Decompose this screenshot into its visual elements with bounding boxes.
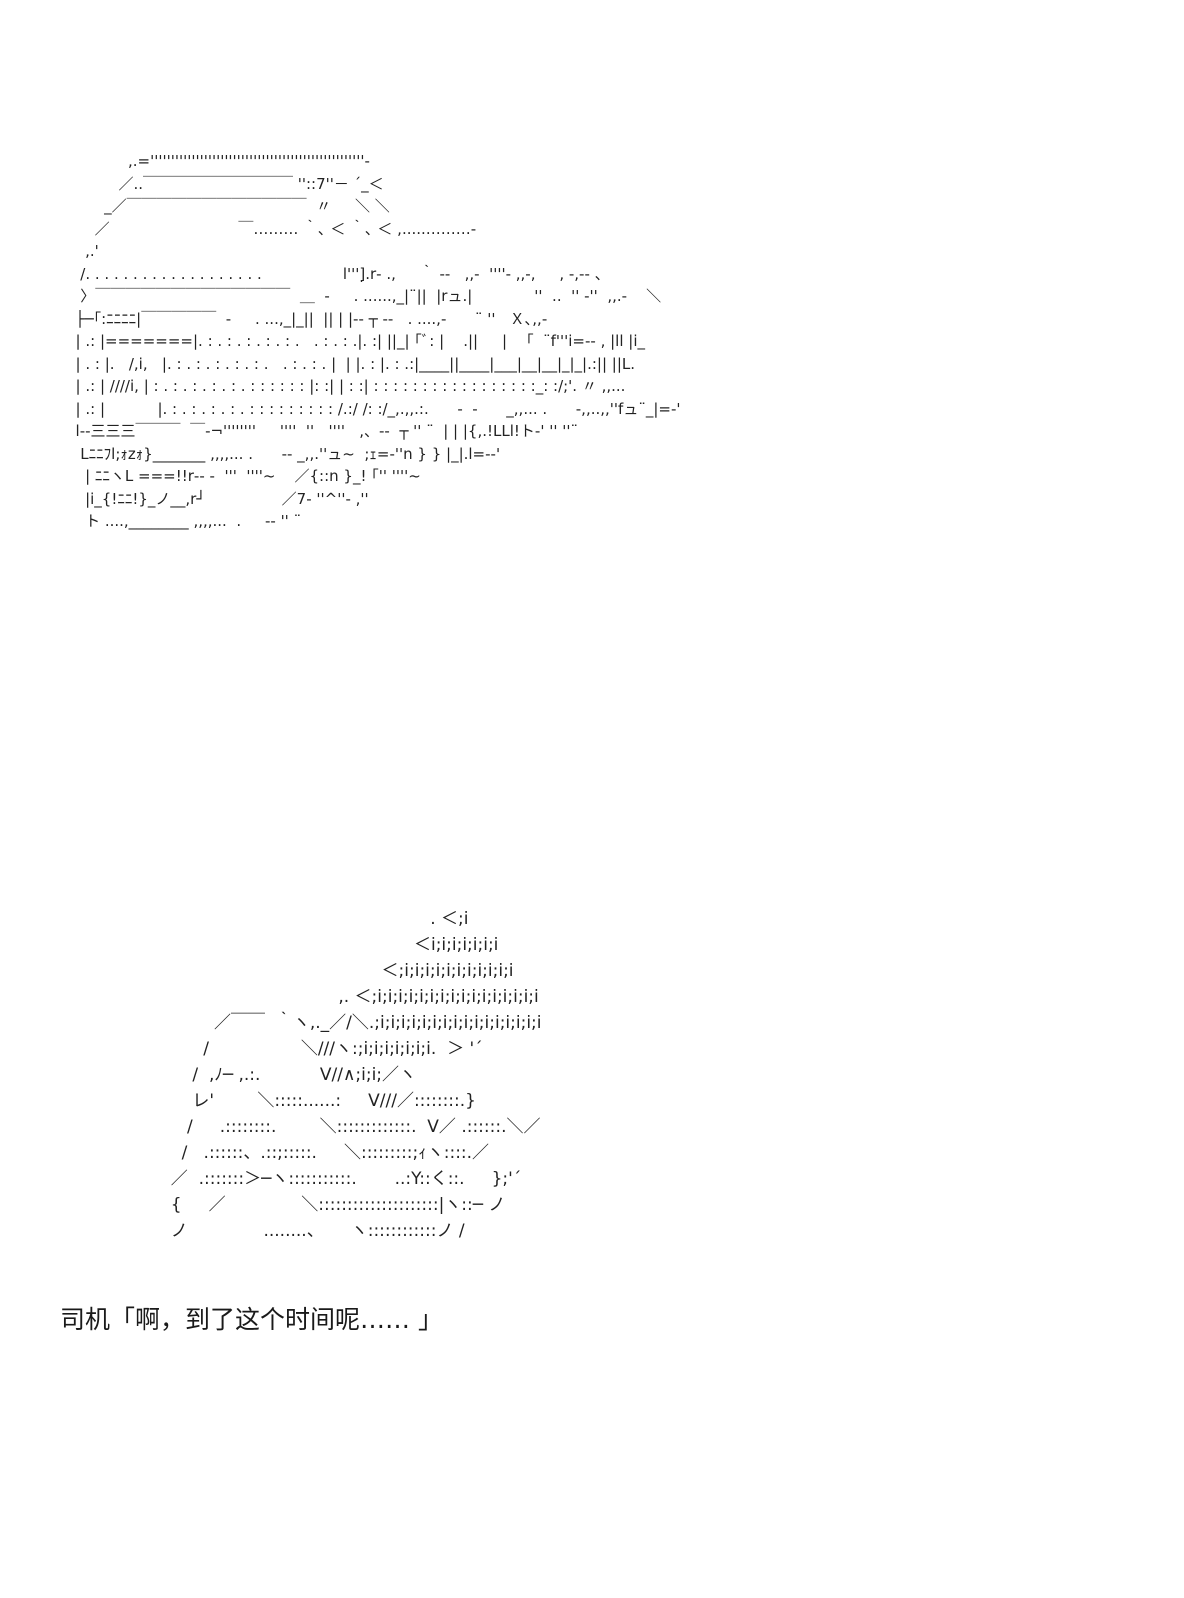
train-ascii-art: ,.='''''''''''''''''''''''''''''''''''''… [75, 152, 681, 530]
figure-ascii-art: . ＜;i ＜i;i;i;i;i;i;i ＜;i;i;i;i;i;i;i;i;i… [170, 909, 542, 1241]
dialogue-caption: 司机「啊，到了这个时间呢…… 」 [60, 1305, 443, 1334]
